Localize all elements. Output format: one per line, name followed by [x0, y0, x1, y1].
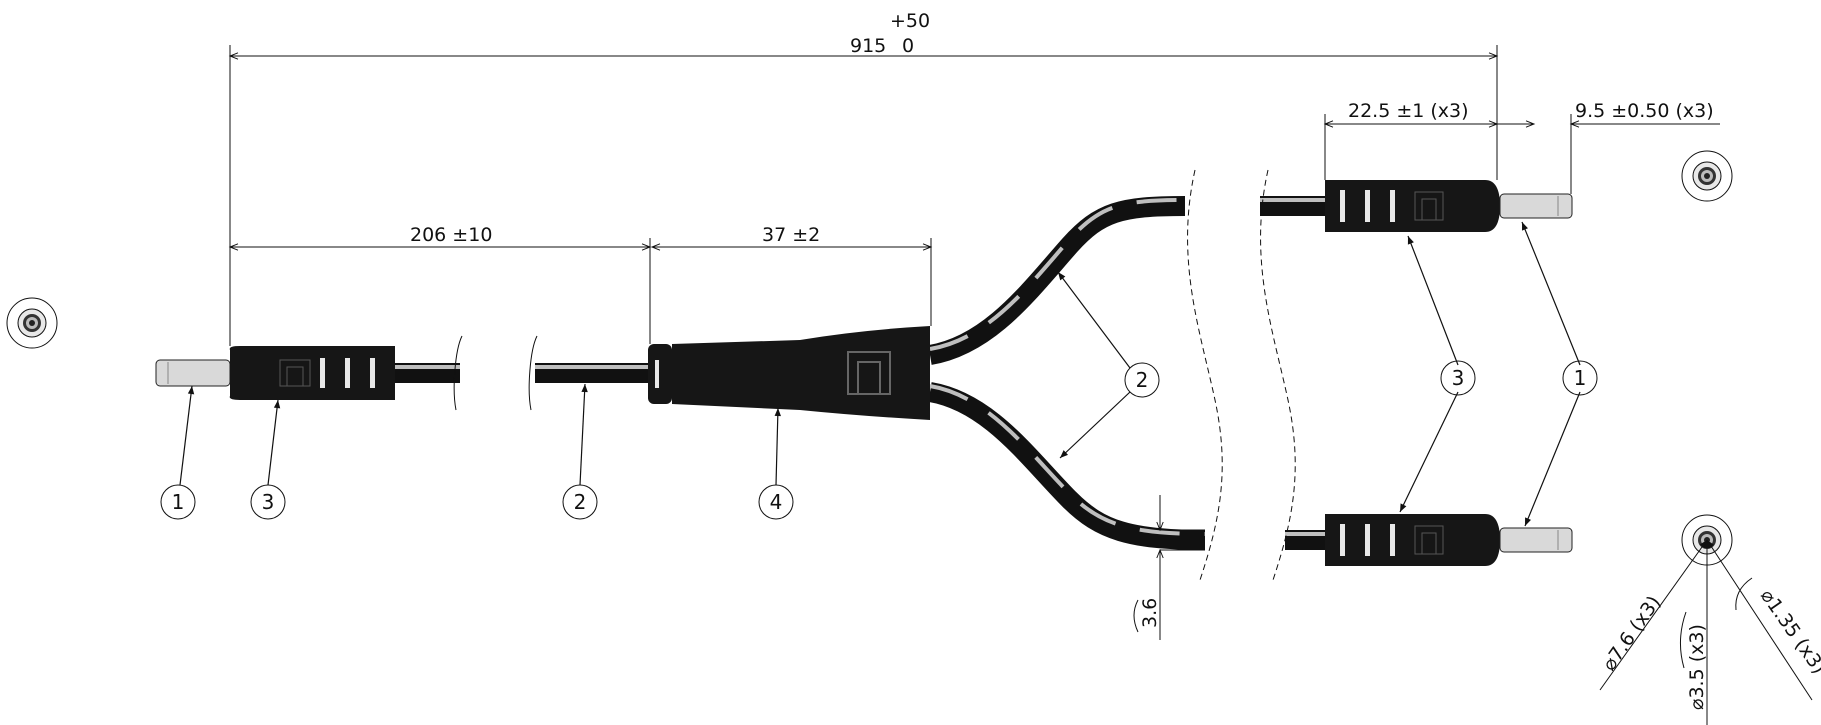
callout-2-left-label: 2 [574, 490, 587, 514]
splitter-body [648, 326, 930, 420]
dimension-overall: +50 915 0 [228, 10, 1499, 346]
barrel-diameter-label: ⌀3.5 (x3) [1686, 624, 1708, 710]
callout-4-label: 4 [770, 490, 783, 514]
callout-leaders [179, 221, 1581, 527]
cable-diameter-label: 3.6 [1139, 598, 1161, 628]
plug-to-split-label: 206 ±10 [410, 224, 492, 246]
callout-4: 4 [758, 484, 794, 520]
overall-tol-lower: 0 [902, 35, 914, 57]
overall-tol-upper: +50 [890, 10, 930, 32]
callout-3-right: 3 [1440, 360, 1476, 396]
overall-length: 915 [850, 35, 886, 57]
cable-branch-lower [927, 382, 1325, 550]
end-view-right-top [1681, 150, 1733, 202]
callout-2-branch: 2 [1124, 362, 1160, 398]
callout-1-left-label: 1 [172, 490, 185, 514]
dimension-cable-diameter: 3.6 [1133, 495, 1205, 640]
cable-branch-upper [927, 196, 1325, 365]
dimension-pin-length: 9.5 ±0.50 (x3) [1497, 100, 1720, 194]
pin-length-label: 9.5 ±0.50 (x3) [1575, 100, 1714, 122]
callout-1-left: 1 [160, 484, 196, 520]
break-lines [453, 169, 1296, 581]
callout-1-right: 1 [1562, 360, 1598, 396]
callout-3-left: 3 [250, 484, 286, 520]
dimension-splitter-length: 37 ±2 [650, 224, 933, 326]
outer-diameter-label: ⌀7.6 (x3) [1598, 592, 1665, 675]
plug-left [155, 346, 395, 400]
callout-2-left: 2 [562, 484, 598, 520]
boot-length-label: 22.5 ±1 (x3) [1348, 100, 1469, 122]
plug-right-lower [1325, 514, 1573, 566]
callout-3-right-label: 3 [1452, 366, 1465, 390]
dimension-plug-to-split: 206 ±10 [228, 224, 652, 344]
callout-1-right-label: 1 [1574, 366, 1587, 390]
callout-2-branch-label: 2 [1136, 368, 1149, 392]
dimension-end-diameters: ⌀7.6 (x3) ⌀3.5 (x3) ⌀1.35 (x3) [1598, 539, 1821, 725]
end-view-left [6, 297, 58, 349]
splitter-length-label: 37 ±2 [762, 224, 820, 246]
dimension-boot-length: 22.5 ±1 (x3) [1323, 100, 1499, 180]
plug-right-upper [1325, 180, 1573, 232]
callout-3-left-label: 3 [262, 490, 275, 514]
